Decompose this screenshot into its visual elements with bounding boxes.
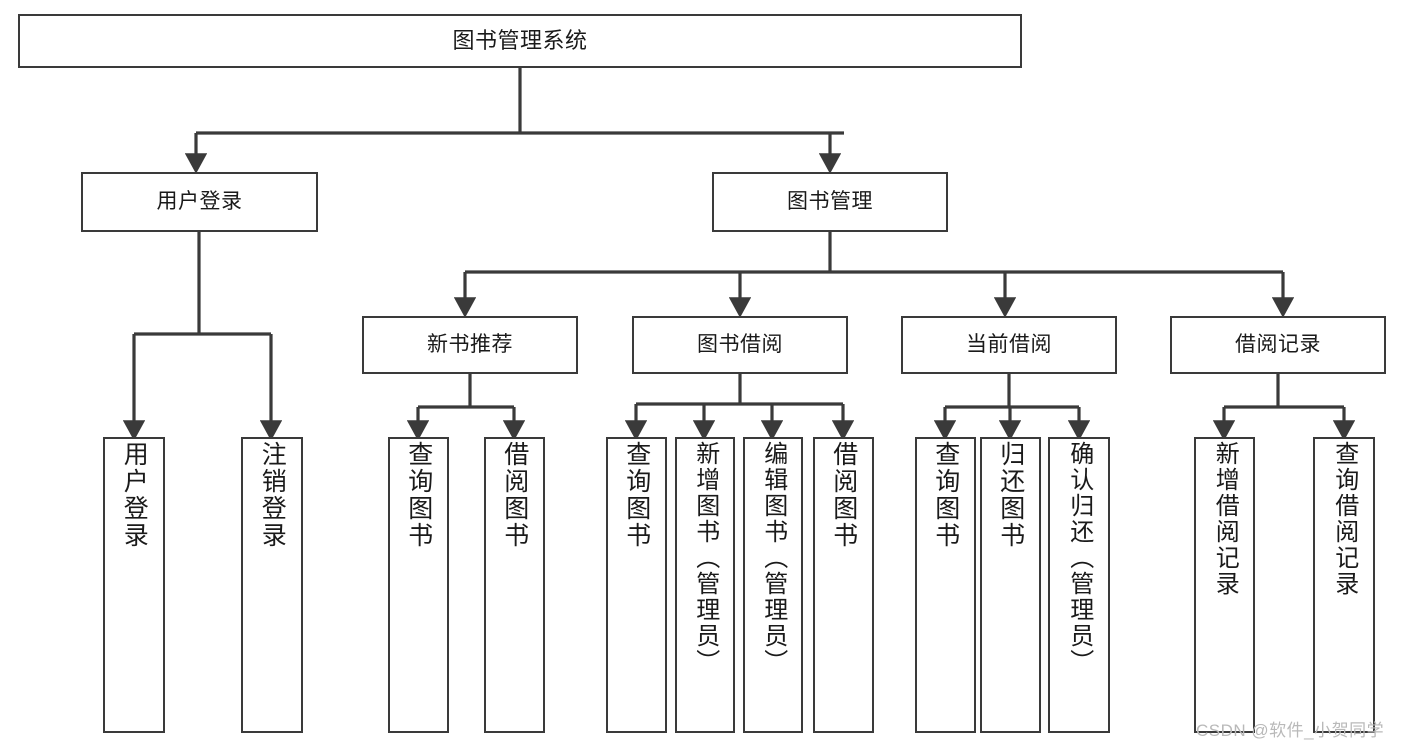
node-book-borrow[interactable]: 图书借阅 (632, 316, 848, 374)
node-leaf-add-record[interactable]: 新增借阅记录 (1194, 437, 1255, 733)
node-leaf-add-book-label: 新增图书（管理员） (691, 441, 719, 675)
node-leaf-query-book-1[interactable]: 查询图书 (388, 437, 449, 733)
node-leaf-confirm-return-label: 确认归还（管理员） (1065, 441, 1093, 675)
node-leaf-edit-book[interactable]: 编辑图书（管理员） (743, 437, 803, 733)
node-leaf-user-login[interactable]: 用户登录 (103, 437, 165, 733)
node-borrow-record-label: 借阅记录 (1235, 332, 1321, 356)
node-leaf-borrow-book-1-label: 借阅图书 (500, 441, 529, 549)
node-leaf-borrow-book-2-label: 借阅图书 (829, 441, 858, 549)
node-leaf-query-record[interactable]: 查询借阅记录 (1313, 437, 1375, 733)
node-book-management-label: 图书管理 (787, 189, 873, 213)
node-root-label: 图书管理系统 (452, 28, 588, 54)
node-leaf-add-book[interactable]: 新增图书（管理员） (675, 437, 735, 733)
node-leaf-query-book-2[interactable]: 查询图书 (606, 437, 667, 733)
node-user-login-label: 用户登录 (156, 189, 243, 213)
node-leaf-user-logout-label: 注销登录 (258, 441, 287, 549)
node-borrow-record[interactable]: 借阅记录 (1170, 316, 1386, 374)
node-book-borrow-label: 图书借阅 (697, 332, 783, 356)
node-leaf-query-book-2-label: 查询图书 (622, 441, 651, 549)
node-new-book-recommend[interactable]: 新书推荐 (362, 316, 578, 374)
node-current-borrow[interactable]: 当前借阅 (901, 316, 1117, 374)
node-leaf-query-book-1-label: 查询图书 (404, 441, 433, 549)
node-book-management[interactable]: 图书管理 (712, 172, 948, 232)
node-leaf-borrow-book-1[interactable]: 借阅图书 (484, 437, 545, 733)
node-leaf-user-login-label: 用户登录 (120, 441, 149, 549)
node-new-book-recommend-label: 新书推荐 (427, 332, 513, 356)
node-leaf-edit-book-label: 编辑图书（管理员） (759, 441, 787, 675)
node-leaf-confirm-return[interactable]: 确认归还（管理员） (1048, 437, 1110, 733)
node-current-borrow-label: 当前借阅 (966, 332, 1052, 356)
node-leaf-add-record-label: 新增借阅记录 (1211, 441, 1239, 597)
node-leaf-borrow-book-2[interactable]: 借阅图书 (813, 437, 874, 733)
node-leaf-query-record-label: 查询借阅记录 (1330, 441, 1358, 597)
node-leaf-return-book[interactable]: 归还图书 (980, 437, 1041, 733)
node-leaf-user-logout[interactable]: 注销登录 (241, 437, 303, 733)
node-leaf-query-book-3[interactable]: 查询图书 (915, 437, 976, 733)
node-root[interactable]: 图书管理系统 (18, 14, 1022, 68)
node-leaf-query-book-3-label: 查询图书 (931, 441, 960, 549)
csdn-watermark: CSDN @软件_小贺同学 (1196, 721, 1385, 740)
node-leaf-return-book-label: 归还图书 (996, 441, 1025, 549)
node-user-login[interactable]: 用户登录 (81, 172, 318, 232)
